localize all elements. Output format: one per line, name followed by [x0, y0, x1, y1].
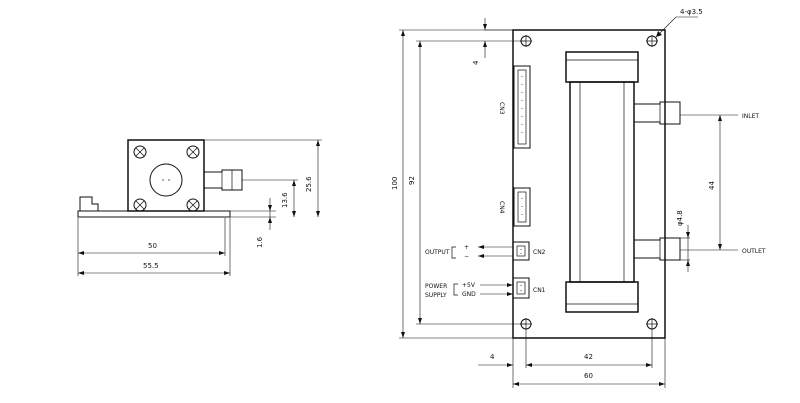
side-dim-55-5: 55.5	[143, 262, 159, 270]
sensor-tube	[565, 51, 639, 313]
label-cn1: CN1	[533, 287, 546, 294]
top-view: CN3 CN4 CN2 CN1 OUTPUT + −	[391, 8, 766, 388]
inlet-nozzle	[634, 101, 681, 125]
dim-92: 92	[408, 176, 416, 185]
side-nozzle	[204, 169, 243, 191]
dim-port-diameter: φ4.8	[676, 210, 684, 226]
pcb-board	[512, 29, 666, 339]
dim-44: 44	[708, 181, 716, 190]
dim-holes: 4-φ3.5	[680, 8, 703, 16]
side-view: 50 55.5 1.6 13.6 25.6	[77, 139, 322, 276]
side-dim-1-6: 1.6	[256, 236, 264, 248]
outlet-nozzle	[634, 237, 681, 261]
cn1-connector	[512, 277, 530, 299]
cn2-connector	[512, 241, 530, 261]
dim-42: 42	[584, 353, 593, 361]
label-plus5v: +5V	[462, 282, 476, 289]
side-base-plate	[77, 210, 231, 218]
side-dim-25-6: 25.6	[305, 176, 313, 192]
dim-100: 100	[391, 177, 399, 190]
svg-text:−: −	[464, 253, 469, 260]
label-inlet: INLET	[742, 113, 759, 120]
dim-top-4: 4	[472, 60, 480, 65]
label-outlet: OUTLET	[742, 248, 766, 255]
label-cn3: CN3	[498, 102, 505, 115]
side-screws	[133, 145, 200, 212]
cn4-connector	[513, 187, 531, 227]
side-body-block	[127, 139, 205, 212]
side-dim-13-6: 13.6	[281, 192, 289, 208]
label-output: OUTPUT	[425, 249, 450, 256]
label-cn4: CN4	[498, 201, 505, 214]
label-gnd: GND	[462, 291, 476, 298]
svg-text:+: +	[464, 244, 469, 251]
dim-bottom-4: 4	[490, 353, 495, 361]
label-power-line1: POWER	[425, 283, 447, 290]
label-power-line2: SUPPLY	[425, 292, 447, 299]
cn3-connector	[513, 65, 531, 149]
side-center-port	[149, 163, 183, 197]
label-cn2: CN2	[533, 249, 546, 256]
dim-60: 60	[584, 372, 593, 380]
side-left-tab	[79, 196, 99, 211]
side-dim-50: 50	[148, 242, 157, 250]
